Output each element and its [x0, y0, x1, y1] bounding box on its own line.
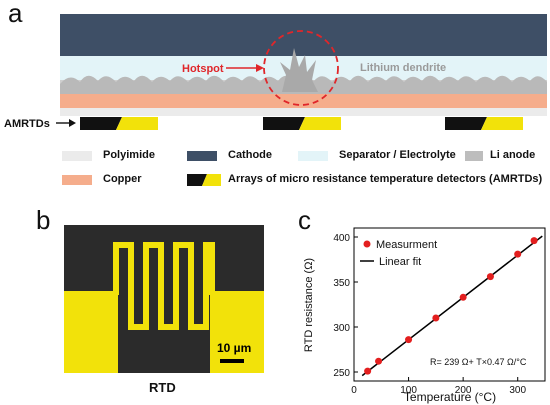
amrtd-sensor — [80, 117, 158, 130]
x-tick-label: 100 — [400, 385, 417, 396]
plot-area — [353, 227, 546, 382]
legend-label-cathode: Cathode — [228, 149, 272, 161]
rtd-caption: RTD — [149, 380, 176, 395]
x-axis-label: Temperature (°C) — [404, 390, 496, 404]
panel-label-c: c — [298, 205, 311, 235]
battery-schematic: Hotspot Lithium dendrite AMRTDs — [4, 14, 547, 130]
rtd-calibration-chart: 250 300 350 400 0 100 200 300 RTD resistance (… — [303, 227, 546, 404]
measurement-point — [432, 314, 440, 322]
legend-label-polyimide: Polyimide — [103, 149, 155, 161]
scale-bar — [220, 359, 244, 363]
amrtd-array — [80, 117, 523, 130]
y-tick-label: 300 — [333, 323, 350, 334]
y-axis-label: RTD resistance (Ω) — [303, 258, 315, 352]
rtd-image: 10 µm — [64, 225, 264, 373]
amrtd-sensor — [445, 117, 523, 130]
legend-swatch-li-anode — [465, 151, 483, 161]
x-tick-label: 200 — [455, 385, 472, 396]
measurement-point — [514, 250, 522, 258]
copper-layer — [60, 94, 547, 108]
fit-equation: R= 239 Ω+ T×0.47 Ω/°C — [430, 357, 527, 367]
y-tick-label: 250 — [333, 368, 350, 379]
legend-label-measurement: Measurment — [376, 239, 437, 251]
cathode-layer — [60, 14, 547, 56]
legend-label-li-anode: Li anode — [490, 149, 536, 161]
scale-bar-label: 10 µm — [217, 341, 251, 355]
rtd-serpentine-trace — [113, 242, 215, 330]
panel-label-b: b — [36, 205, 51, 235]
measurement-point — [459, 293, 467, 301]
legend-label-linear-fit: Linear fit — [379, 256, 421, 268]
legend-swatch-copper — [62, 175, 92, 185]
hotspot-arrowhead — [256, 64, 264, 72]
legend-swatch-separator — [298, 151, 328, 161]
measurement-point — [486, 273, 494, 281]
x-axis-ticks: 0 100 200 300 — [351, 377, 526, 396]
legend-label-separator: Separator / Electrolyte — [339, 149, 456, 161]
legend-marker-measurement — [363, 240, 371, 248]
legend-label-copper: Copper — [103, 173, 142, 185]
linear-fit-line — [361, 235, 543, 377]
rtd-contact-pad-left — [64, 291, 118, 373]
measurement-point — [530, 237, 538, 245]
amrtd-arrowhead — [69, 119, 76, 127]
y-tick-label: 350 — [333, 278, 350, 289]
polyimide-layer — [60, 108, 547, 116]
legend-label-amrtds: Arrays of micro resistance temperature d… — [228, 173, 543, 185]
y-axis-ticks: 250 300 350 400 — [333, 233, 358, 379]
legend-swatch-polyimide — [62, 151, 92, 161]
hotspot-circle — [263, 30, 339, 106]
fit-line-series — [361, 235, 543, 377]
measurement-point — [364, 367, 372, 375]
lithium-dendrite — [280, 48, 318, 92]
x-tick-label: 0 — [351, 385, 357, 396]
amrtd-label: AMRTDs — [4, 118, 50, 130]
x-tick-label: 300 — [509, 385, 526, 396]
y-tick-label: 400 — [333, 233, 350, 244]
legend-swatch-cathode — [187, 151, 217, 161]
measurement-series — [364, 237, 538, 375]
measurement-point — [375, 357, 383, 365]
legend-swatch-amrtds — [187, 174, 221, 186]
panel-label-a: a — [8, 0, 23, 28]
measurement-point — [405, 336, 413, 344]
amrtd-sensor — [263, 117, 341, 130]
dendrite-label: Lithium dendrite — [360, 62, 446, 74]
hotspot-label: Hotspot — [182, 63, 224, 75]
